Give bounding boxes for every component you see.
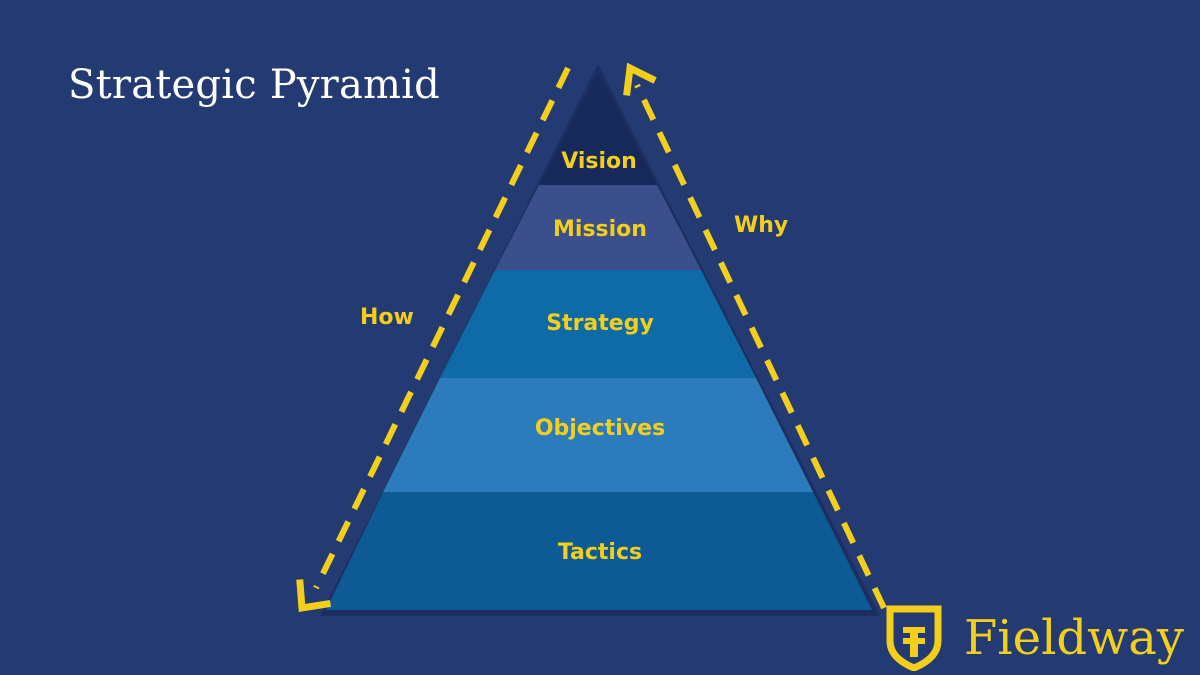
tier-mission <box>495 185 701 270</box>
tier-label-mission: Mission <box>553 217 647 242</box>
tier-objectives <box>383 378 813 492</box>
how-label: How <box>360 305 414 330</box>
tier-label-objectives: Objectives <box>535 416 665 441</box>
why-label: Why <box>734 213 788 238</box>
brand-logo: Fieldway <box>886 604 1184 672</box>
how-arrow-line <box>313 66 571 590</box>
shield-logo-icon <box>886 605 942 671</box>
why-arrow-line <box>634 83 887 610</box>
why-arrow-head-icon <box>623 62 657 96</box>
tier-strategy <box>440 270 756 378</box>
page-title: Strategic Pyramid <box>68 62 440 108</box>
brand-name: Fieldway <box>964 610 1184 666</box>
tier-label-tactics: Tactics <box>558 540 642 565</box>
tier-vision <box>539 73 657 185</box>
tier-label-vision: Vision <box>561 149 637 174</box>
how-arrow-head-icon <box>296 579 332 613</box>
tier-label-strategy: Strategy <box>546 311 654 336</box>
tier-tactics <box>326 492 872 610</box>
